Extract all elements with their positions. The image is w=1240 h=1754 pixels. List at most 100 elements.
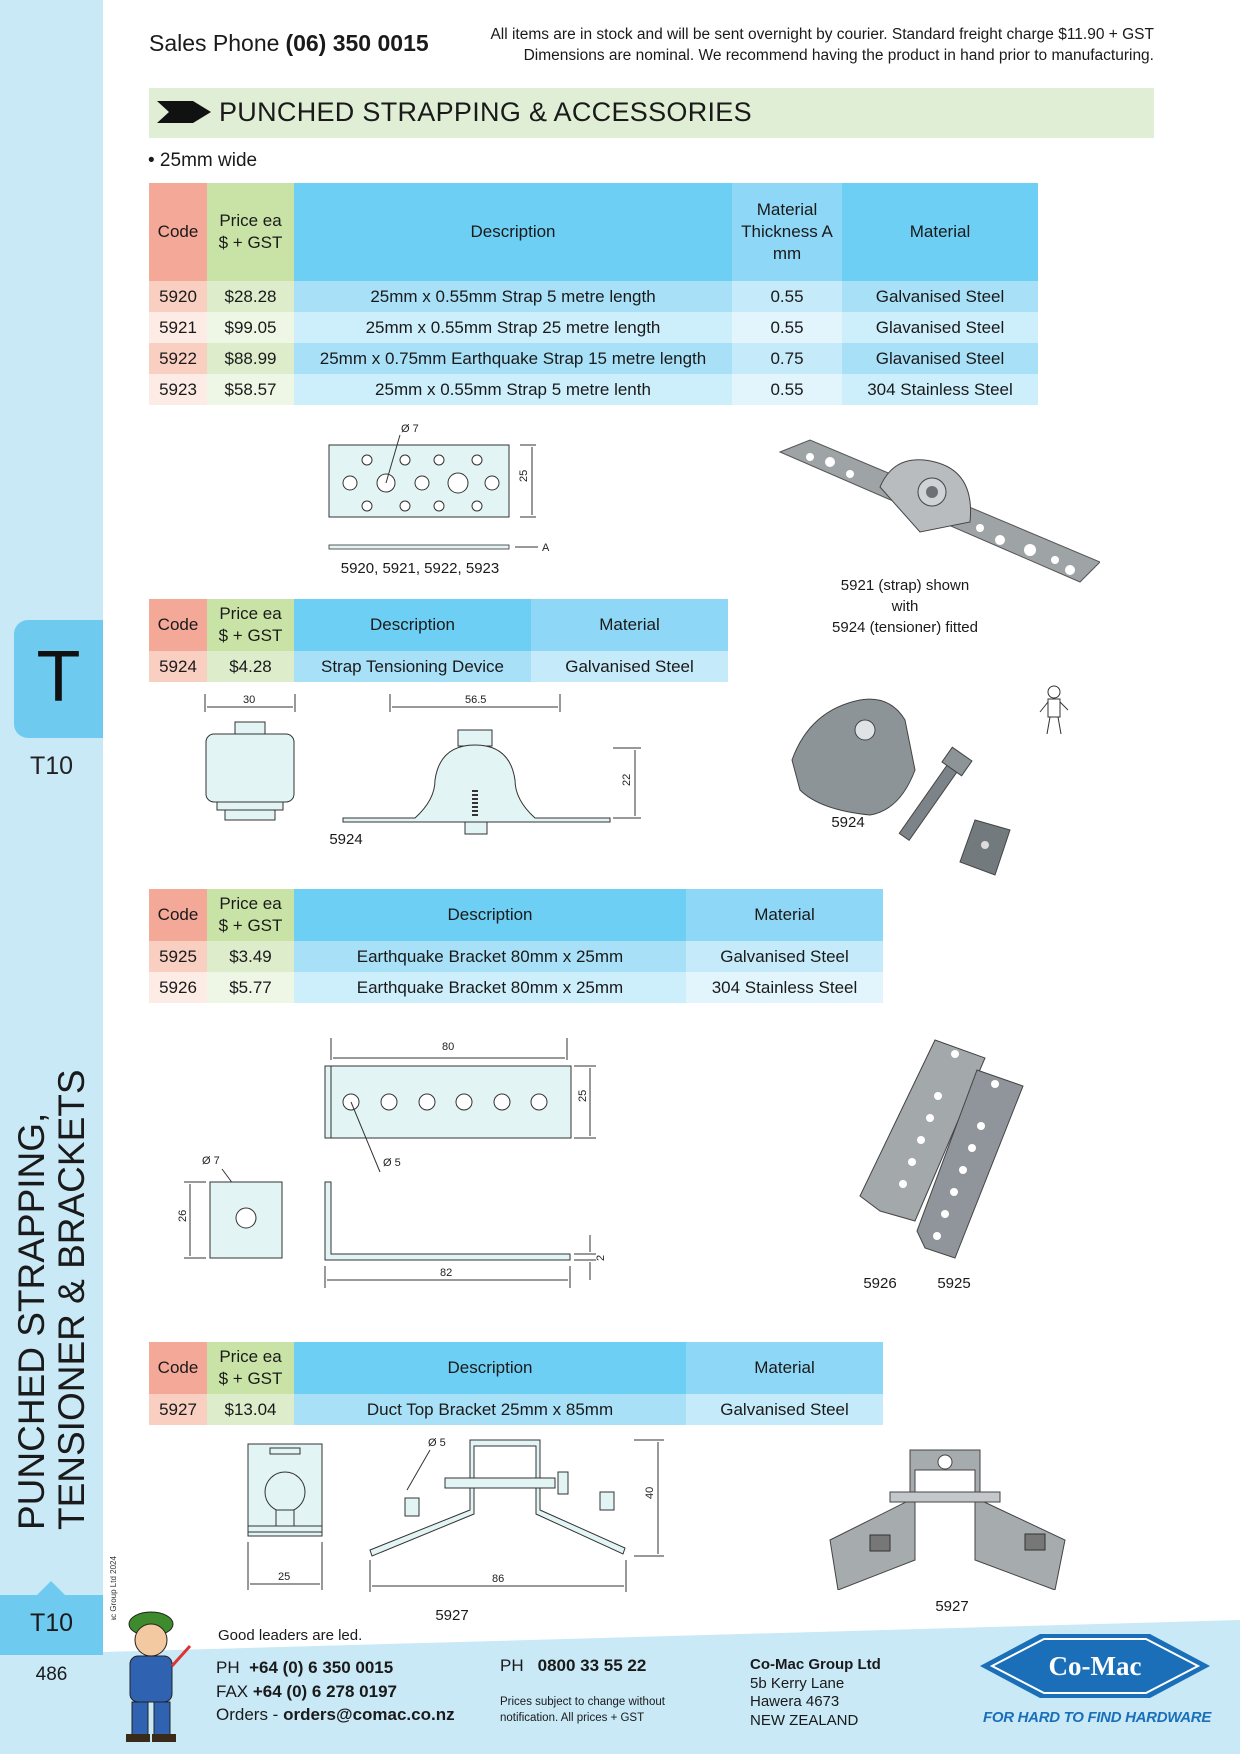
caption-line: 5924 (tensioner) fitted — [832, 619, 978, 636]
dim-a: 30 — [243, 694, 255, 706]
address-block: Co-Mac Group Ltd 5b Kerry Lane Hawera 46… — [750, 1656, 881, 1730]
bracket-caption-b: 5925 — [937, 1275, 971, 1292]
vertical-section-title: PUNCHED STRAPPING, TENSIONER & BRACKETS — [11, 970, 92, 1530]
caption-line: with — [891, 598, 919, 615]
cell-description: Earthquake Bracket 80mm x 25mm — [294, 941, 686, 972]
note-line: Prices subject to change without — [500, 1696, 665, 1708]
cell-code: 5925 — [149, 941, 207, 972]
arrow-icon — [157, 101, 211, 123]
dim-c: 22 — [621, 774, 633, 786]
strap-photo-caption: 5921 (strap) shown with 5924 (tensioner)… — [810, 575, 1000, 638]
header-description: Description — [294, 889, 686, 941]
bracket-caption-a: 5926 — [863, 1275, 897, 1292]
title-line-1: PUNCHED STRAPPING, — [11, 1112, 52, 1530]
comac-logo[interactable]: Co-Mac — [980, 1626, 1210, 1706]
dim-len: 86 — [492, 1573, 504, 1585]
page-number: 486 — [35, 1664, 68, 1685]
phone-number[interactable]: +64 (0) 6 350 0015 — [249, 1658, 394, 1677]
dim-len: 80 — [442, 1041, 454, 1053]
table-row[interactable]: 5924 $4.28 Strap Tensioning Device Galva… — [149, 651, 728, 682]
cell-material: Galvanised Steel — [531, 651, 728, 682]
table-row[interactable]: 5922 $88.99 25mm x 0.75mm Earthquake Str… — [149, 343, 1038, 374]
cell-price: $4.28 — [207, 651, 294, 682]
tensioner-photo-caption: 5924 — [831, 814, 865, 831]
cell-thickness: 0.75 — [732, 343, 842, 374]
cell-price: $58.57 — [207, 374, 294, 405]
header-code: Code — [149, 1342, 207, 1394]
shipping-notice: All items are in stock and will be sent … — [470, 24, 1154, 66]
table-row[interactable]: 5920 $28.28 25mm x 0.55mm Strap 5 metre … — [149, 281, 1038, 312]
notice-line: All items are in stock and will be sent … — [490, 26, 1154, 43]
sales-phone: Sales Phone(06) 350 0015 — [149, 30, 429, 57]
cell-price: $88.99 — [207, 343, 294, 374]
table-row[interactable]: 5921 $99.05 25mm x 0.55mm Strap 25 metre… — [149, 312, 1038, 343]
cell-price: $99.05 — [207, 312, 294, 343]
tab-code: T10 — [29, 752, 74, 780]
dim-side: 26 — [177, 1210, 189, 1222]
orders-email-link[interactable]: orders@comac.co.nz — [283, 1705, 455, 1724]
tagline: FOR HARD TO FIND HARDWARE — [983, 1709, 1212, 1726]
strap-photo — [778, 439, 1100, 583]
cell-material: 304 Stainless Steel — [686, 972, 883, 1003]
fax-number[interactable]: +64 (0) 6 278 0197 — [252, 1681, 398, 1701]
header-material: Material — [842, 183, 1038, 281]
dim-base: 82 — [440, 1267, 452, 1279]
header-code: Code — [149, 183, 207, 281]
cell-description: Earthquake Bracket 80mm x 25mm — [294, 972, 686, 1003]
header-material: Material — [531, 599, 728, 651]
cell-thickness: 0.55 — [732, 281, 842, 312]
dim-hole: Ø 5 — [428, 1437, 446, 1449]
duct-bracket-caption: 5927 — [435, 1607, 469, 1624]
tensioner-caption: 5924 — [329, 831, 363, 848]
header-code: Code — [149, 599, 207, 651]
header-thickness: Material Thickness A mm — [732, 183, 842, 281]
cell-price: $13.04 — [207, 1394, 294, 1425]
cell-description: Strap Tensioning Device — [294, 651, 531, 682]
cell-material: Galvanised Steel — [686, 1394, 883, 1425]
header-material: Material — [686, 889, 883, 941]
header-price: Price ea $ + GST — [207, 889, 294, 941]
sales-label: Sales Phone — [149, 30, 280, 56]
motto: Good leaders are led. — [218, 1627, 363, 1644]
table-row[interactable]: 5927 $13.04 Duct Top Bracket 25mm x 85mm… — [149, 1394, 883, 1425]
table-row[interactable]: 5925 $3.49 Earthquake Bracket 80mm x 25m… — [149, 941, 883, 972]
cell-material: Glavanised Steel — [842, 312, 1038, 343]
cell-thickness: 0.55 — [732, 312, 842, 343]
cell-description: 25mm x 0.55mm Strap 5 metre lenth — [294, 374, 732, 405]
orders-label: Orders - — [216, 1705, 279, 1724]
header-code: Code — [149, 889, 207, 941]
mascot-small-icon — [1039, 685, 1069, 735]
cell-code: 5922 — [149, 343, 207, 374]
sidebar — [0, 0, 103, 1754]
cell-code: 5924 — [149, 651, 207, 682]
header-description: Description — [294, 183, 732, 281]
sales-number[interactable]: (06) 350 0015 — [285, 30, 429, 56]
tensioner-table: Code Price ea $ + GST Description Materi… — [149, 599, 728, 682]
mascot-icon — [126, 1611, 192, 1742]
cell-price: $3.49 — [207, 941, 294, 972]
table-row[interactable]: 5923 $58.57 25mm x 0.55mm Strap 5 metre … — [149, 374, 1038, 405]
company-name: Co-Mac Group Ltd — [750, 1656, 881, 1673]
fax-label: FAX — [216, 1681, 249, 1701]
section-title: PUNCHED STRAPPING & ACCESSORIES — [219, 97, 752, 127]
cell-thickness: 0.55 — [732, 374, 842, 405]
table-row[interactable]: 5926 $5.77 Earthquake Bracket 80mm x 25m… — [149, 972, 883, 1003]
header-description: Description — [294, 599, 531, 651]
phone-line: PH +64 (0) 6 350 0015 — [216, 1656, 455, 1680]
dim-b: 56.5 — [465, 694, 486, 706]
cell-material: Galvanised Steel — [842, 281, 1038, 312]
bottom-tab[interactable]: T10 — [0, 1581, 103, 1655]
prices-note: Prices subject to change without notific… — [500, 1694, 665, 1726]
freephone-number[interactable]: 0800 33 55 22 — [537, 1656, 647, 1675]
address-line: Hawera 4673 — [750, 1693, 840, 1710]
section-tab[interactable]: T — [14, 620, 103, 738]
strap-caption: 5920, 5921, 5922, 5923 — [340, 560, 500, 577]
cell-price: $28.28 — [207, 281, 294, 312]
header-description: Description — [294, 1342, 686, 1394]
bracket-drawing: 80 25 Ø 5 Ø 7 26 82 2 — [177, 1038, 607, 1288]
cell-code: 5921 — [149, 312, 207, 343]
strap-drawing: Ø 7 25 A — [328, 423, 550, 554]
strap-table: Code Price ea $ + GST Description Materi… — [149, 183, 1038, 405]
dim-w: 25 — [278, 1571, 290, 1583]
